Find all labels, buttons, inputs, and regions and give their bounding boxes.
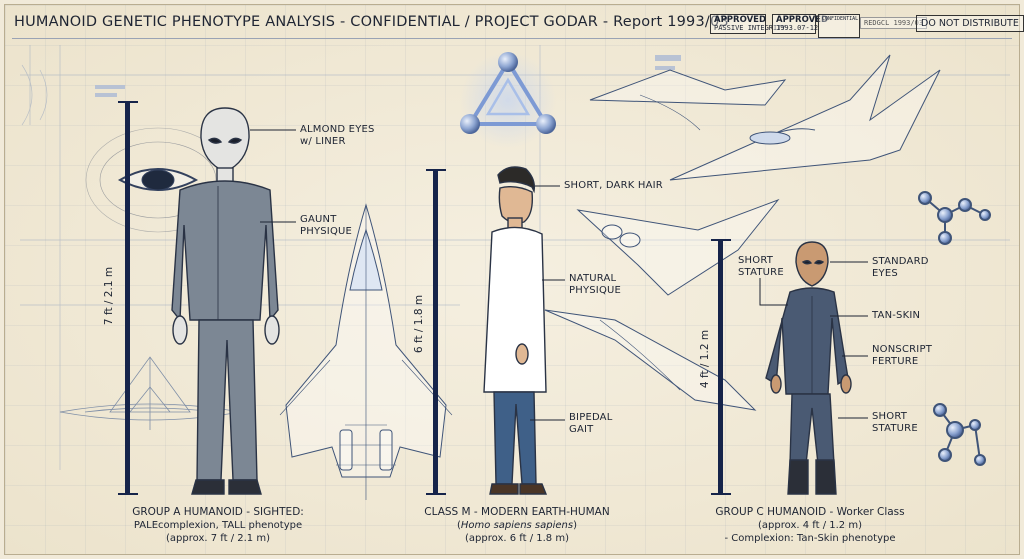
approved-date-stamp: APPROVED 1993.07-12 <box>772 14 828 34</box>
group-a-caption-height: (approx. 7 ft / 2.1 m) <box>166 533 270 544</box>
approved-stamp-label: APPROVED <box>714 15 767 25</box>
height-scale-class-m <box>426 169 446 495</box>
height-scale-group-c <box>711 239 731 495</box>
spacecraft-top-right <box>589 54 941 181</box>
group-a-caption: GROUP A HUMANOID - SIGHTED: PALEcomplexi… <box>108 506 328 545</box>
triangle-sphere-emblem-icon <box>460 52 556 148</box>
callout-short-stature-left: SHORT STATURE <box>738 255 784 279</box>
group-a-humanoid-figure <box>171 107 280 495</box>
callout-short-stature-left-text: SHORT STATURE <box>738 255 784 278</box>
callout-short-stature-right: SHORT STATURE <box>872 411 918 435</box>
spacecraft-middle <box>544 198 780 411</box>
group-c-height-label: 4 ft / 1.2 m <box>699 329 712 389</box>
callout-nonscript-ferture: NONSCRIPT FERTURE <box>872 344 932 368</box>
approved-stamp-sub: PASSIVE INTEGRITY <box>714 24 786 32</box>
callout-bipedal-gait: BIPEDAL GAIT <box>569 412 613 436</box>
class-m-caption: CLASS M - MODERN EARTH-HUMAN (Homo sapie… <box>412 506 622 545</box>
group-a-caption-phenotype: PALEcomplexion, TALL phenotype <box>133 520 303 531</box>
class-m-caption-species: Homo sapiens sapiens <box>460 520 574 531</box>
title-divider <box>12 38 1012 39</box>
group-c-humanoid-figure <box>765 241 852 495</box>
do-not-distribute-stamp: DO NOT DISTRIBUTE <box>916 15 1024 32</box>
class-m-caption-species-wrap: (Homo sapiens sapiens) <box>457 520 577 531</box>
callout-tan-skin-text: TAN-SKIN <box>872 310 921 321</box>
callout-leaders <box>250 129 868 421</box>
class-m-caption-height: (approx. 6 ft / 1.8 m) <box>465 533 569 544</box>
callout-gaunt-physique-text: GAUNT PHYSIQUE <box>300 214 353 237</box>
class-m-caption-title: CLASS M - MODERN EARTH-HUMAN <box>424 506 610 518</box>
spacecraft-top-view <box>279 203 453 500</box>
approved-date-stamp-label: APPROVED <box>776 15 829 25</box>
callout-almond-eyes-text: ALMOND EYES w/ LINER <box>300 124 375 147</box>
class-m-human-figure <box>483 166 548 495</box>
confidential-stamp: CONFIDENTIAL <box>818 14 860 38</box>
height-scale-group-a <box>118 101 138 495</box>
report-ref-stamp: REDGCL 1993/03 <box>860 17 928 29</box>
callout-nonscript-ferture-text: NONSCRIPT FERTURE <box>872 344 932 367</box>
callout-short-dark-hair-text: SHORT, DARK HAIR <box>564 180 663 191</box>
molecule-icon-lower <box>933 403 986 466</box>
confidential-stamp-label: CONFIDENTIAL <box>822 16 859 22</box>
approved-date-stamp-sub: 1993.07-12 <box>776 24 819 32</box>
callout-standard-eyes-text: STANDARD EYES <box>872 256 929 279</box>
group-c-caption-title: GROUP C HUMANOID - Worker Class <box>715 506 905 518</box>
callout-natural-physique-text: NATURAL PHYSIQUE <box>569 273 622 296</box>
approved-stamp: APPROVED PASSIVE INTEGRITY <box>710 14 786 34</box>
group-a-caption-title: GROUP A HUMANOID - SIGHTED: <box>132 506 304 518</box>
page-title: HUMANOID GENETIC PHENOTYPE ANALYSIS - CO… <box>14 14 729 30</box>
callout-natural-physique: NATURAL PHYSIQUE <box>569 273 621 297</box>
group-a-height-label: 7 ft / 2.1 m <box>103 266 116 326</box>
group-c-caption-height: (approx. 4 ft / 1.2 m) <box>758 520 862 531</box>
eye-diagram-icon <box>85 127 231 233</box>
callout-gaunt-physique: GAUNT PHYSIQUE <box>300 214 352 238</box>
callout-tan-skin: TAN-SKIN <box>872 310 920 322</box>
spec-notes <box>95 55 681 97</box>
class-m-height-label: 6 ft / 1.8 m <box>413 294 426 354</box>
group-c-caption: GROUP C HUMANOID - Worker Class (approx.… <box>700 506 920 545</box>
callout-almond-eyes: ALMOND EYES w/ LINER <box>300 124 375 148</box>
callout-short-stature-right-text: SHORT STATURE <box>872 411 918 434</box>
molecule-icon <box>918 191 991 245</box>
callout-bipedal-gait-text: BIPEDAL GAIT <box>569 412 613 435</box>
callout-short-dark-hair: SHORT, DARK HAIR <box>564 180 663 192</box>
group-c-caption-complexion: - Complexion: Tan-Skin phenotype <box>724 533 896 544</box>
callout-standard-eyes: STANDARD EYES <box>872 256 929 280</box>
